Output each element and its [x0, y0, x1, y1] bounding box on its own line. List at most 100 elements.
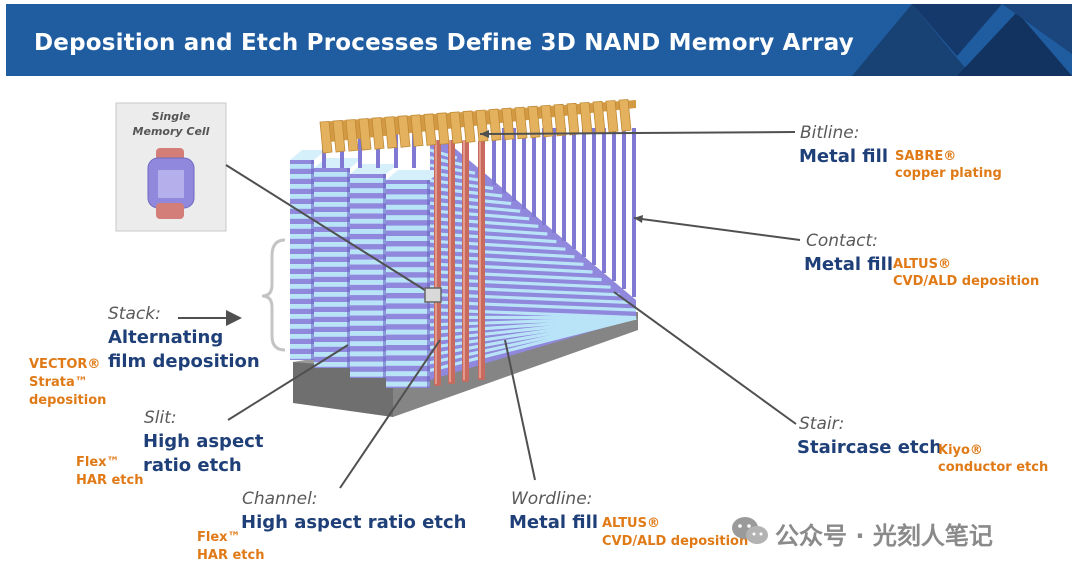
stack-layer — [350, 249, 386, 255]
staircase-step — [429, 254, 584, 266]
contact-line — [542, 128, 546, 225]
stack-layer — [350, 361, 386, 367]
bitline-strip — [410, 114, 424, 147]
bitline-strip — [384, 116, 398, 149]
channel-name: Channel: — [242, 489, 318, 509]
stack-layer — [350, 371, 386, 377]
stack-layer — [314, 342, 350, 347]
stack-layer — [290, 204, 314, 209]
contact-line — [502, 128, 506, 193]
stack-layer — [290, 194, 314, 199]
stack-layer — [290, 264, 314, 269]
channel-highlight — [435, 140, 437, 384]
bitline-strip — [514, 106, 528, 140]
stack-layer — [290, 244, 314, 249]
triangle-decoration — [852, 4, 1072, 76]
channel-pillars — [434, 140, 485, 386]
stack-layer — [386, 371, 430, 377]
stack-layer — [290, 224, 314, 229]
stack-tool-line1: VECTOR® — [29, 357, 101, 372]
stack-layer — [350, 198, 386, 204]
stack-layer — [350, 208, 386, 214]
stack-layer — [314, 172, 350, 177]
stack-layer — [290, 284, 314, 289]
stack-layer — [350, 310, 386, 316]
bitline-strip — [345, 119, 359, 152]
arrow-tip-contact — [634, 215, 643, 223]
inset-caption-memory-cell: Memory Cell — [132, 125, 210, 138]
stack-layer — [386, 204, 430, 210]
stack-layer — [314, 362, 350, 367]
bitline-strip — [592, 101, 606, 134]
stack-layer — [386, 329, 430, 335]
staircase-step — [429, 277, 611, 289]
page-title: Deposition and Etch Processes Define 3D … — [34, 30, 854, 56]
stack-layer — [290, 214, 314, 219]
bitline-process: Metal fill — [799, 146, 888, 167]
bitline-array — [319, 99, 636, 154]
bitline-strip — [332, 120, 346, 153]
stack-process-line2: film deposition — [108, 351, 260, 372]
leader-channel — [339, 339, 441, 489]
stack-layer — [350, 229, 386, 234]
leader-wordline — [504, 339, 536, 481]
channel-highlight — [463, 140, 465, 380]
stack-layer — [290, 294, 314, 299]
contact-line-back — [358, 128, 362, 168]
contact-line-back — [394, 128, 398, 168]
stair-tool: Kiyo® — [938, 443, 983, 458]
stack-block-3 — [350, 174, 386, 378]
stack-layer — [314, 292, 350, 297]
contact-process: Metal fill — [804, 254, 893, 275]
channel-tool-line1: Flex™ — [197, 530, 241, 545]
stack-layer — [290, 324, 314, 329]
contact-line — [612, 128, 616, 281]
bitline-strip — [423, 113, 437, 146]
contact-line — [592, 128, 596, 265]
stack-slit-edge — [347, 168, 350, 368]
slit-tool-line2: HAR etch — [76, 473, 144, 488]
stack-layer — [386, 288, 430, 293]
bitline-strip — [319, 120, 333, 154]
stair-name: Stair: — [799, 414, 845, 434]
stack-layer — [314, 252, 350, 257]
bitline-strip — [618, 99, 632, 132]
leader-slit — [227, 344, 349, 421]
stack-layer — [386, 267, 430, 273]
wordline-name: Wordline: — [511, 489, 593, 509]
slit-name: Slit: — [144, 408, 177, 428]
stack-block-1 — [290, 160, 314, 360]
memory-cell-marker — [424, 287, 442, 303]
bitline-strip — [488, 108, 502, 142]
stair-tool-desc: conductor etch — [938, 460, 1049, 475]
bitline-name: Bitline: — [800, 123, 860, 143]
contact-line — [552, 128, 556, 233]
stack-layer — [350, 341, 386, 347]
stack-slit-edge — [427, 180, 430, 388]
stack-layer — [290, 234, 314, 239]
stack-layer — [350, 269, 386, 275]
stack-layer — [350, 320, 386, 326]
contact-line — [492, 128, 496, 185]
stack-layer — [350, 300, 386, 306]
stack-slit-edge — [311, 160, 314, 360]
inset-caption-single: Single — [151, 110, 191, 123]
stack-layer — [290, 314, 314, 319]
channel-process: High aspect ratio etch — [241, 512, 467, 533]
stack-layer — [386, 360, 430, 366]
stack-brace — [261, 238, 286, 352]
stack-layer — [314, 312, 350, 317]
bitline-strip — [553, 103, 567, 137]
bitline-strip — [358, 118, 372, 151]
stack-layer — [314, 222, 350, 227]
bitline-strip — [397, 115, 411, 148]
bitline-strip — [605, 100, 619, 133]
channel-highlight — [449, 140, 451, 382]
stack-layer — [386, 350, 430, 356]
stack-tool-line2: Strata™ — [29, 375, 88, 390]
stack-layer — [290, 184, 314, 189]
stack-layer — [350, 178, 386, 183]
stack-layer — [386, 298, 430, 304]
contact-line-back — [412, 128, 416, 168]
staircase-step — [429, 201, 521, 213]
